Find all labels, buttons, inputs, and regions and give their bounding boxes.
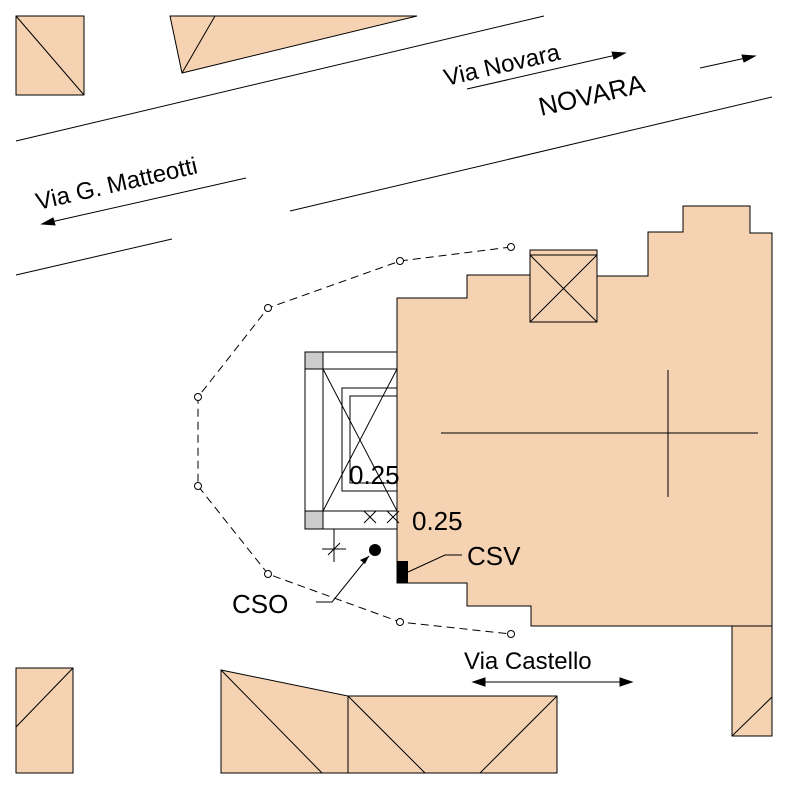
label-via-matteotti: Via G. Matteotti [33,152,200,215]
building-right-bottom [731,625,773,737]
dimension-label-vertical: 0.25 [349,460,400,490]
boundary-point [194,393,202,401]
building-top-center [169,15,418,74]
direction-arrows [40,51,757,687]
building-top-left [15,15,85,96]
cso-label: CSO [232,589,288,619]
boundary-point [507,243,515,251]
arrow-via-novara [466,51,627,90]
csv-label: CSV [467,541,521,571]
boundary-point [507,630,515,638]
csv-block-icon [397,561,408,583]
building-bottom-center [220,669,558,774]
building-courtyard-x [529,254,598,323]
cso-marker [316,544,381,603]
building-bottom-left [15,667,74,774]
dashed-boundary [194,243,515,638]
boundary-point [264,570,272,578]
label-via-novara: Via Novara [441,39,563,92]
street-edges [15,15,773,276]
boundary-point [264,304,272,312]
dimension-marks [322,510,400,562]
arrow-novara [699,54,757,69]
boundary-point [396,257,404,265]
csv-marker [397,554,462,583]
cso-point-icon [369,544,381,556]
boundary-point [194,482,202,490]
arrow-via-castello [471,677,634,687]
building-main [396,205,773,627]
scaffold-structure [304,351,398,530]
boundary-point [396,618,404,626]
label-novara: NOVARA [536,68,648,122]
arrow-via-matteotti [40,177,247,226]
label-via-castello: Via Castello [464,648,592,675]
dimension-label-horizontal: 0.25 [412,506,463,536]
